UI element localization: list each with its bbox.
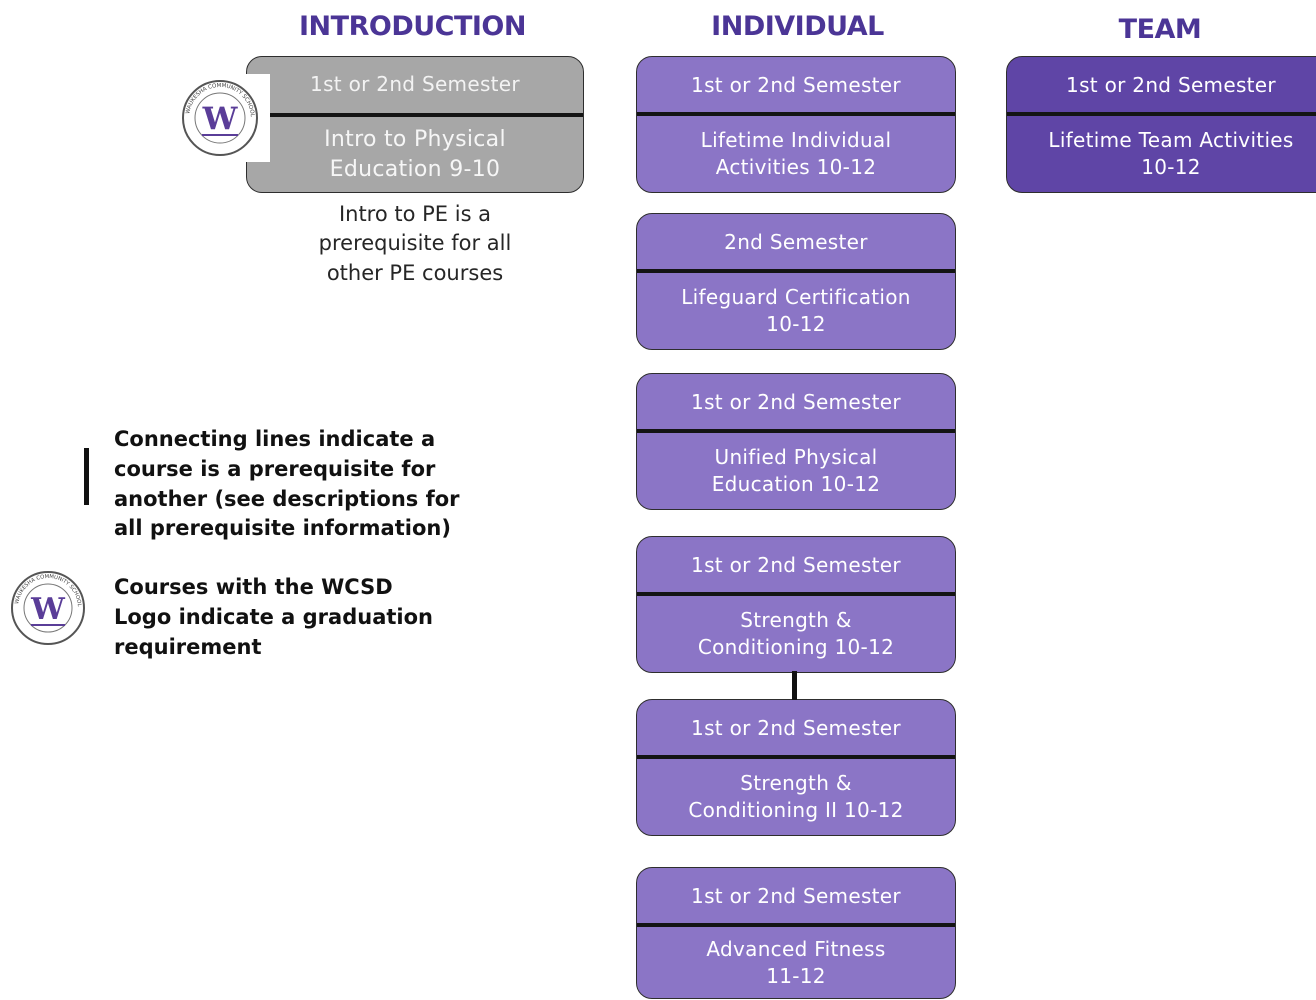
legend-graduation-logo: Courses with the WCSD Logo indicate a gr… bbox=[114, 575, 433, 659]
course-semester: 1st or 2nd Semester bbox=[1066, 73, 1276, 97]
divider bbox=[637, 755, 955, 759]
heading-team: TEAM bbox=[1118, 14, 1202, 45]
divider bbox=[247, 113, 583, 117]
course-card-intro-pe: 1st or 2nd Semester Intro to Physical Ed… bbox=[246, 56, 584, 193]
divider bbox=[637, 112, 955, 116]
course-title: Lifetime Individual Activities 10-12 bbox=[700, 128, 892, 179]
prerequisite-connector bbox=[792, 671, 797, 700]
divider bbox=[637, 429, 955, 433]
logo-letter: W bbox=[30, 592, 66, 627]
logo-letter: W bbox=[202, 101, 239, 137]
course-semester: 1st or 2nd Semester bbox=[691, 884, 901, 908]
course-title: Lifetime Team Activities 10-12 bbox=[1048, 128, 1294, 179]
legend-connecting-lines: Connecting lines indicate a course is a … bbox=[114, 427, 460, 541]
divider bbox=[637, 923, 955, 927]
course-card-lifetime-team: 1st or 2nd Semester Lifetime Team Activi… bbox=[1006, 56, 1316, 193]
divider bbox=[637, 592, 955, 596]
heading-individual: INDIVIDUAL bbox=[711, 11, 884, 42]
course-title: Unified Physical Education 10-12 bbox=[711, 445, 881, 496]
course-semester: 1st or 2nd Semester bbox=[691, 553, 901, 577]
course-semester: 1st or 2nd Semester bbox=[310, 71, 520, 96]
course-semester: 2nd Semester bbox=[724, 230, 868, 254]
course-semester: 1st or 2nd Semester bbox=[691, 73, 901, 97]
course-title: Strength & Conditioning II 10-12 bbox=[688, 771, 904, 822]
course-title: Intro to Physical Education 9-10 bbox=[324, 126, 506, 182]
heading-introduction: INTRODUCTION bbox=[299, 11, 526, 42]
course-title: Advanced Fitness 11-12 bbox=[706, 936, 886, 988]
intro-prerequisite-note: Intro to PE is a prerequisite for all ot… bbox=[318, 202, 512, 285]
divider bbox=[637, 269, 955, 273]
wcsd-logo-icon: W WAUKESHA COMMUNITY SCHOOL DISTRICT bbox=[180, 74, 270, 162]
course-semester: 1st or 2nd Semester bbox=[691, 390, 901, 414]
divider bbox=[1007, 112, 1316, 116]
legend-line-sample bbox=[84, 448, 89, 505]
course-semester: 1st or 2nd Semester bbox=[691, 716, 901, 740]
course-title: Lifeguard Certification 10-12 bbox=[681, 285, 911, 336]
wcsd-logo-icon: W WAUKESHA COMMUNITY SCHOOL DISTRICT bbox=[8, 568, 85, 645]
course-title: Strength & Conditioning 10-12 bbox=[697, 608, 895, 659]
